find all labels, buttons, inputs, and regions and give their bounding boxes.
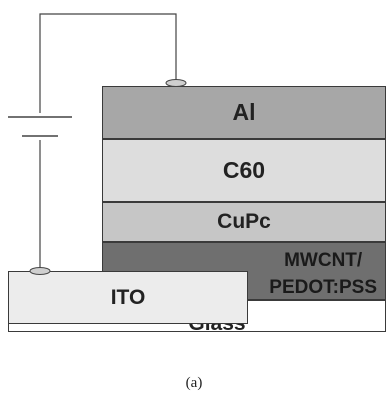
ito-contact-icon <box>29 267 51 275</box>
mwcnt-label: MWCNT/ <box>284 250 363 271</box>
c60-layer: C60 <box>102 139 386 202</box>
c60-label: C60 <box>222 157 266 183</box>
ito-layer: ITO <box>8 271 248 324</box>
cupc-layer: CuPc <box>102 202 386 242</box>
circuit-wire-top <box>39 13 177 113</box>
al-label: Al <box>232 99 256 125</box>
battery-icon <box>8 116 72 137</box>
figure-caption: (a) <box>185 375 203 391</box>
mwcnt-pedot-label: MWCNT/ PEDOT:PSS <box>269 247 377 301</box>
pedot-pss-label: PEDOT:PSS <box>269 277 377 298</box>
ito-label: ITO <box>110 285 146 309</box>
cupc-label: CuPc <box>217 210 271 233</box>
al-layer: Al <box>102 86 386 139</box>
al-contact-icon <box>165 79 187 87</box>
